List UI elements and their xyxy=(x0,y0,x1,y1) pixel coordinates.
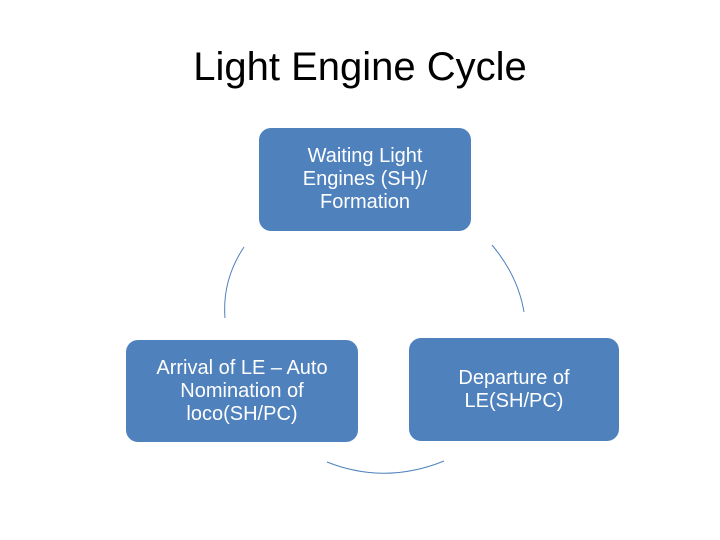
connector-bottom-arc xyxy=(326,460,445,474)
cycle-node-departure-of-le: Departure of LE(SH/PC) xyxy=(409,338,619,441)
connector-right-arc xyxy=(491,244,525,313)
cycle-node-waiting-light-engines: Waiting Light Engines (SH)/ Formation xyxy=(259,128,471,231)
connector-left-arc xyxy=(224,246,245,319)
cycle-node-arrival-of-le: Arrival of LE – Auto Nomination of loco(… xyxy=(126,340,358,442)
slide-title: Light Engine Cycle xyxy=(193,45,527,89)
